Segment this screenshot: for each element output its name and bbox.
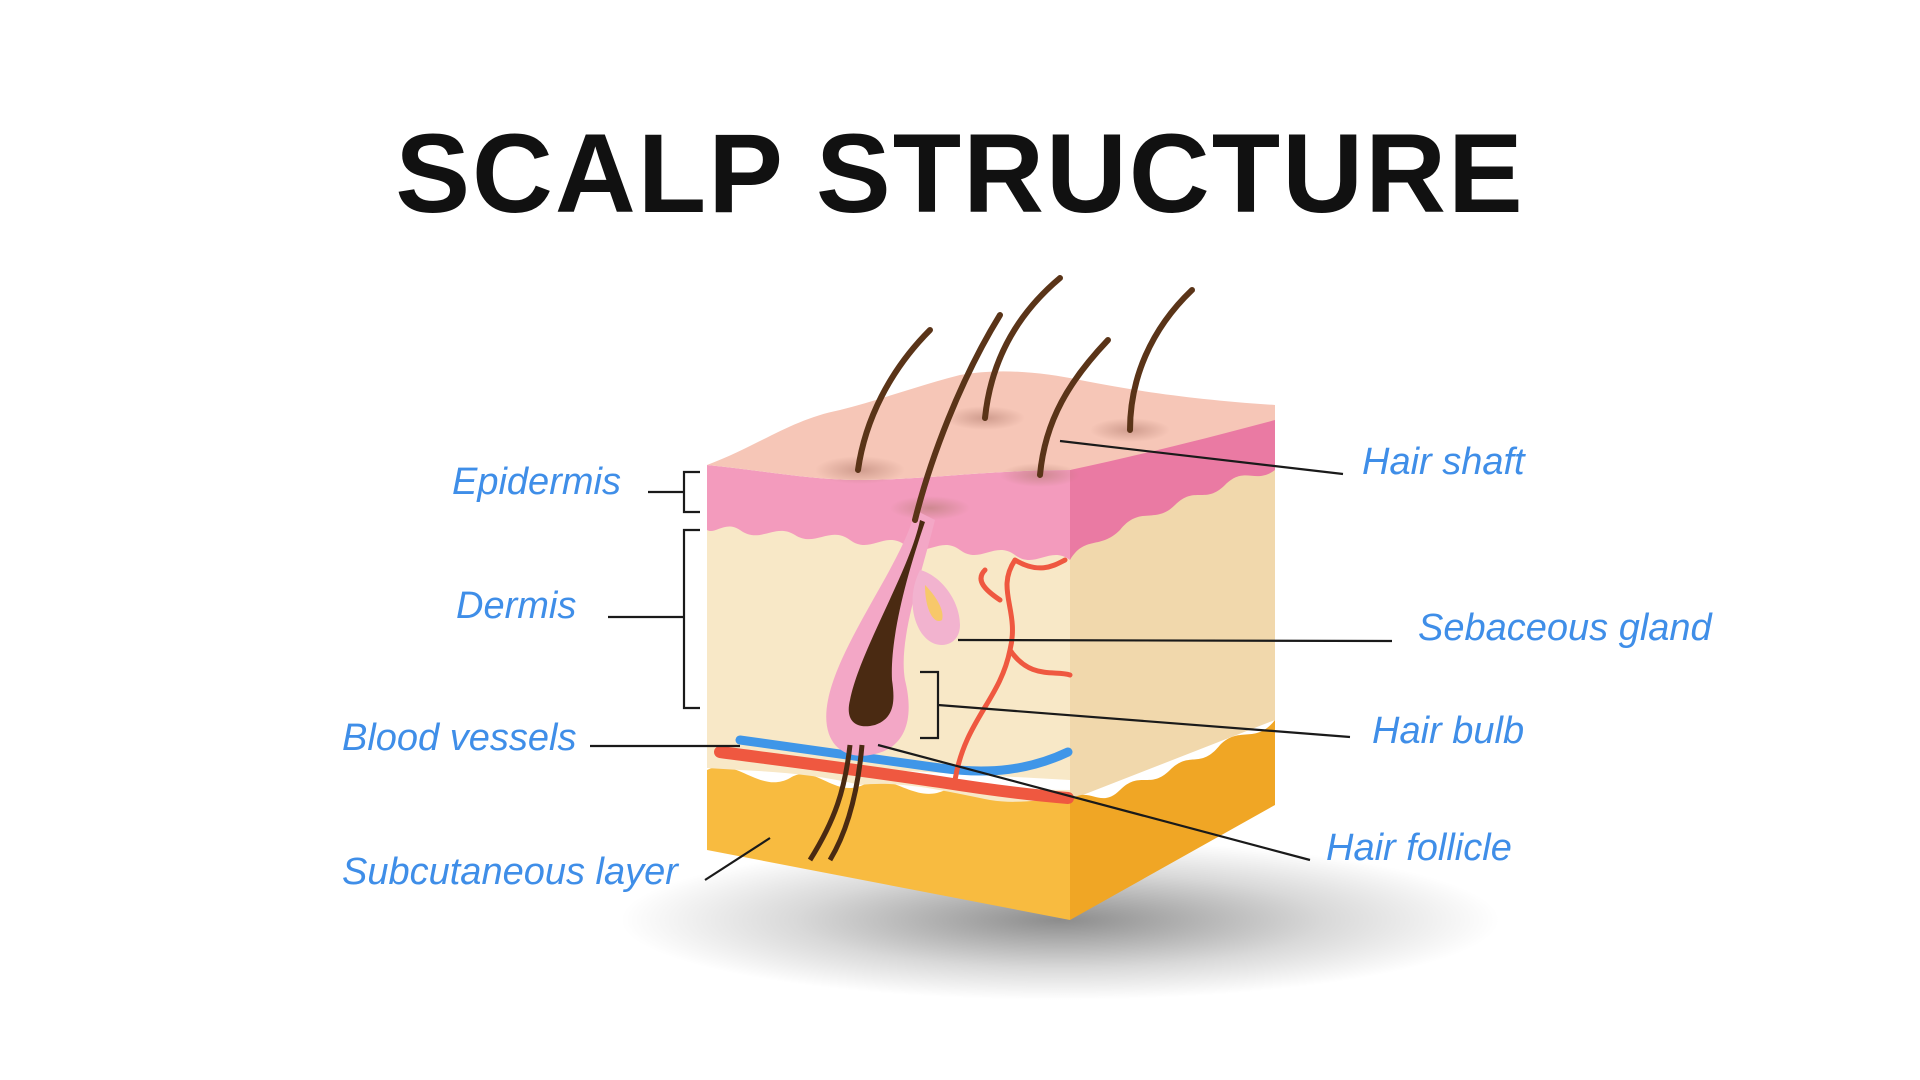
hair-shaft <box>1127 287 1195 433</box>
label-subcutaneous-layer: Subcutaneous layer <box>342 851 679 893</box>
epidermis-bracket <box>648 470 700 514</box>
label-hair-follicle: Hair follicle <box>1326 827 1512 869</box>
hair-shaft <box>1037 337 1111 478</box>
label-epidermis: Epidermis <box>452 461 621 503</box>
label-sebaceous-gland: Sebaceous gland <box>1418 607 1714 649</box>
sebaceous-gland-leader <box>957 638 1393 643</box>
hair-shaft <box>855 327 933 473</box>
epidermis-side <box>1070 405 1275 560</box>
block-shadow <box>620 840 1500 1000</box>
label-blood-vessels: Blood vessels <box>342 717 576 759</box>
hair-bulb-bracket <box>920 670 1351 740</box>
hair-root <box>827 744 865 862</box>
hair-shaft-leader <box>1059 439 1344 476</box>
pore <box>890 496 970 520</box>
epidermis-front <box>707 465 1070 560</box>
label-hair-bulb: Hair bulb <box>1372 710 1524 752</box>
subcutaneous-side <box>1070 720 1275 920</box>
blood-vessel-branch <box>952 557 1073 783</box>
dermis-bracket <box>608 528 700 710</box>
subcutaneous-front <box>707 766 1070 920</box>
leader-lines <box>590 439 1393 881</box>
subcutaneous-leader <box>704 837 771 881</box>
hair-follicle-leader <box>877 743 1311 862</box>
hair-shaft-long <box>912 312 1003 523</box>
label-dermis: Dermis <box>456 585 576 627</box>
diagram-title: SCALP STRUCTURE <box>395 111 1525 236</box>
hair-root <box>807 744 853 862</box>
blood-vessel-blue <box>735 735 1073 776</box>
sebaceous-gland-core <box>925 585 943 622</box>
label-hair-shaft: Hair shaft <box>1362 441 1526 483</box>
hair-shaft <box>982 275 1063 421</box>
hair-bulb <box>848 520 925 727</box>
blood-vessel-red <box>714 746 1074 804</box>
